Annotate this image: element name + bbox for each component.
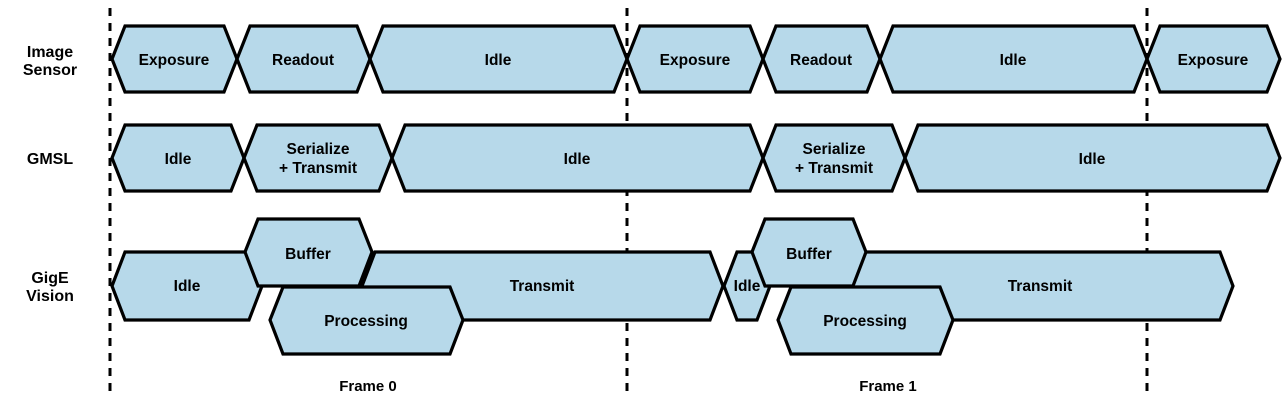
timing-block-serialize-transmit-f1: Serialize+ Transmit [761,123,907,193]
block-shape [268,285,465,356]
block-label: Exposure [139,52,210,69]
block-shape [243,217,374,288]
timing-block-processing-f1: Processing [776,285,955,356]
block-shape [750,217,868,288]
frame-boundaries [108,8,1149,398]
timing-block-sensor-idle-f1: Idle [878,24,1149,94]
block-label: Exposure [660,52,731,69]
lane-gige-vision: Idle Transmit Idle Transmit Buffer Buffe… [110,217,1235,356]
block-label: Serialize+ Transmit [279,141,357,177]
block-label: Idle [174,278,201,295]
frame-1-label: Frame 1 [859,378,917,395]
timing-block-buffer-f0: Buffer [243,217,374,288]
timing-block-exposure-f0: Exposure [110,24,239,94]
timing-block-processing-f0: Processing [268,285,465,356]
timing-block-gmsl-idle-f2: Idle [903,123,1282,193]
block-label: Idle [1000,52,1027,69]
timing-block-exposure-f1: Exposure [625,24,765,94]
timing-block-gige-idle-f0: Idle [110,250,264,322]
lane-label-gmsl: GMSL [27,151,73,168]
block-label: Exposure [1178,52,1249,69]
timing-block-gmsl-idle-f1: Idle [390,123,765,193]
block-label: Readout [272,52,334,69]
timing-block-serialize-transmit-f0: Serialize+ Transmit [242,123,394,193]
timing-block-readout-f0: Readout [235,24,372,94]
block-label: Idle [734,278,761,295]
timing-block-buffer-f1: Buffer [750,217,868,288]
block-label: Idle [165,151,192,168]
block-shape [776,285,955,356]
timing-block-readout-f1: Readout [761,24,882,94]
block-shape [242,123,394,193]
block-label: Idle [564,151,591,168]
block-label: Idle [485,52,512,69]
lane-gmsl: Idle Serialize+ Transmit Idle Serialize+… [110,123,1282,193]
timing-block-sensor-idle-f0: Idle [368,24,629,94]
block-label: Buffer [285,246,331,263]
block-label: Processing [324,313,408,330]
block-label: Readout [790,52,852,69]
block-label: Idle [1079,151,1106,168]
timing-block-gmsl-idle-f0: Idle [110,123,246,193]
frame-labels: Frame 0 Frame 1 [339,378,917,395]
block-shape [1145,24,1282,94]
block-label: Serialize+ Transmit [795,141,873,177]
lane-image-sensor: Exposure Readout Idle Exposure Readout I… [110,24,1282,94]
block-shape [903,123,1282,193]
block-label: Buffer [786,246,832,263]
block-label: Processing [823,313,907,330]
block-shape [761,123,907,193]
block-label: Transmit [1008,278,1073,295]
block-label: Transmit [510,278,575,295]
frame-0-label: Frame 0 [339,378,397,395]
timing-block-exposure-f2: Exposure [1145,24,1282,94]
